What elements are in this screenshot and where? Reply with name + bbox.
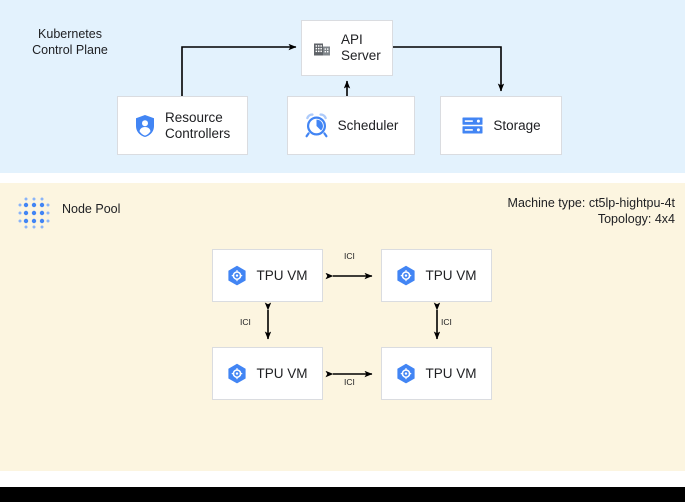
alarm-clock-icon — [304, 113, 329, 138]
server-stack-icon — [461, 114, 484, 137]
tpu-hexagon-icon — [227, 265, 247, 287]
node-box-tpu-vm-0[interactable]: TPU VM — [212, 249, 323, 302]
node-label-resource-controllers: Resource Controllers — [165, 109, 231, 141]
ici-label-bottom: ICI — [344, 377, 355, 387]
node-box-tpu-vm-1[interactable]: TPU VM — [381, 249, 492, 302]
node-label-tpu-vm-3: TPU VM — [425, 365, 477, 381]
node-label-scheduler: Scheduler — [337, 117, 399, 133]
node-label-tpu-vm-2: TPU VM — [256, 365, 308, 381]
node-label-tpu-vm-0: TPU VM — [256, 267, 308, 283]
ici-label-left: ICI — [240, 317, 251, 327]
node-box-resource-controllers[interactable]: Resource Controllers — [117, 96, 248, 155]
machine-info: Machine type: ct5lp-hightpu-4t Topology:… — [508, 195, 675, 227]
tpu-hexagon-icon — [396, 265, 416, 287]
control-plane-label: Kubernetes Control Plane — [32, 27, 108, 57]
node-pool-panel — [0, 183, 685, 471]
shield-user-icon — [134, 114, 156, 138]
node-box-tpu-vm-3[interactable]: TPU VM — [381, 347, 492, 400]
node-label-tpu-vm-1: TPU VM — [425, 267, 477, 283]
tpu-hexagon-icon — [396, 363, 416, 385]
node-pool-label: Node Pool — [62, 202, 121, 216]
dot-grid-icon — [14, 193, 54, 233]
node-box-api-server[interactable]: API Server — [301, 20, 393, 76]
node-label-storage: Storage — [493, 117, 541, 133]
node-box-scheduler[interactable]: Scheduler — [287, 96, 415, 155]
building-icon — [313, 39, 332, 58]
bottom-bar — [0, 487, 685, 502]
topology-text: Topology: 4x4 — [597, 212, 675, 226]
tpu-hexagon-icon — [227, 363, 247, 385]
node-box-storage[interactable]: Storage — [440, 96, 562, 155]
ici-label-right: ICI — [441, 317, 452, 327]
ici-label-top: ICI — [344, 251, 355, 261]
node-box-tpu-vm-2[interactable]: TPU VM — [212, 347, 323, 400]
machine-type-text: Machine type: ct5lp-hightpu-4t — [507, 196, 675, 210]
node-label-api-server: API Server — [341, 32, 381, 63]
